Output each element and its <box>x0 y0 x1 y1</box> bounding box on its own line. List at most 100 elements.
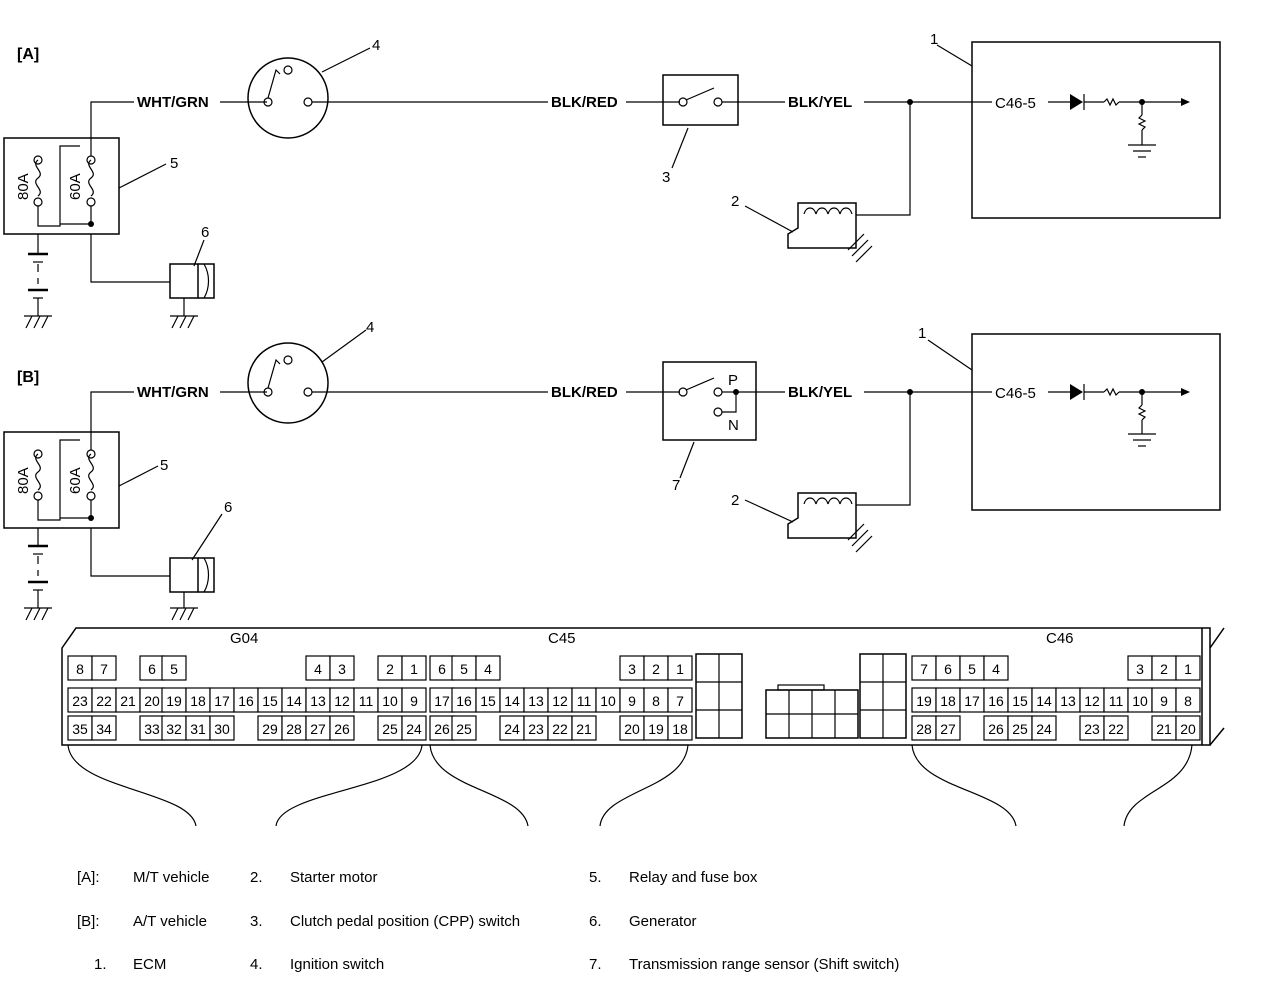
callout-relay: 5 <box>170 155 178 172</box>
legend-text-7: Transmission range sensor (Shift switch) <box>629 956 899 973</box>
ecm: C46-5 <box>971 333 1221 511</box>
svg-text:19: 19 <box>648 721 664 737</box>
svg-text:35: 35 <box>72 721 88 737</box>
pin-c46-24: 24 <box>1031 715 1057 741</box>
pin-c45-1: 1 <box>667 655 693 681</box>
svg-text:7: 7 <box>100 661 108 677</box>
svg-text:11: 11 <box>577 693 592 709</box>
svg-text:17: 17 <box>434 693 450 709</box>
pin-g04-11: 11 <box>353 687 379 713</box>
pin-c45-25: 25 <box>451 715 477 741</box>
svg-text:20: 20 <box>624 721 640 737</box>
pin-g04-19: 19 <box>161 687 187 713</box>
pin-g04-28: 28 <box>281 715 307 741</box>
pin-g04-3: 3 <box>329 655 355 681</box>
legend-key-7: 7. <box>589 956 602 973</box>
callout-switch: 3 <box>662 169 670 186</box>
svg-text:7: 7 <box>920 661 928 677</box>
pin-g04-5: 5 <box>161 655 187 681</box>
pin-g04-9: 9 <box>401 687 427 713</box>
svg-text:22: 22 <box>1108 721 1124 737</box>
pin-c45-3: 3 <box>619 655 645 681</box>
pin-c46-10: 10 <box>1127 687 1153 713</box>
battery-ground <box>24 528 52 621</box>
pin-c45-22: 22 <box>547 715 573 741</box>
svg-text:21: 21 <box>576 721 592 737</box>
pin-c45-19: 19 <box>643 715 669 741</box>
pin-g04-32: 32 <box>161 715 187 741</box>
pin-c46-13: 13 <box>1055 687 1081 713</box>
pin-c46-25: 25 <box>1007 715 1033 741</box>
pin-c46-2: 2 <box>1151 655 1177 681</box>
pin-g04-4: 4 <box>305 655 331 681</box>
svg-text:6: 6 <box>148 661 156 677</box>
callout-starter: 2 <box>731 193 739 210</box>
pin-c45-18: 18 <box>667 715 693 741</box>
svg-text:14: 14 <box>1036 693 1052 709</box>
pin-g04-16: 16 <box>233 687 259 713</box>
pin-c46-3: 3 <box>1127 655 1153 681</box>
svg-text:15: 15 <box>480 693 496 709</box>
svg-text:22: 22 <box>96 693 112 709</box>
pin-c46-26: 26 <box>983 715 1009 741</box>
svg-text:6: 6 <box>438 661 446 677</box>
generator <box>90 528 215 621</box>
pin-g04-8: 8 <box>67 655 93 681</box>
callout-switch: 7 <box>672 477 680 494</box>
svg-text:27: 27 <box>310 721 326 737</box>
svg-text:2: 2 <box>386 661 394 677</box>
svg-text:24: 24 <box>1036 721 1052 737</box>
legend-text-1: ECM <box>133 956 166 973</box>
pin-g04-2: 2 <box>377 655 403 681</box>
svg-text:24: 24 <box>504 721 520 737</box>
svg-text:27: 27 <box>940 721 956 737</box>
pin-c46-14: 14 <box>1031 687 1057 713</box>
pin-c45-4: 4 <box>475 655 501 681</box>
svg-text:31: 31 <box>190 721 206 737</box>
pin-c46-20: 20 <box>1175 715 1201 741</box>
svg-text:12: 12 <box>1084 693 1100 709</box>
generator <box>90 234 215 329</box>
pin-c45-10: 10 <box>595 687 621 713</box>
svg-text:23: 23 <box>72 693 88 709</box>
svg-text:20: 20 <box>1180 721 1196 737</box>
svg-text:26: 26 <box>988 721 1004 737</box>
pin-c45-2: 2 <box>643 655 669 681</box>
pin-c45-8: 8 <box>643 687 669 713</box>
fuse-60a-label: 60A <box>67 467 84 494</box>
pin-g04-17: 17 <box>209 687 235 713</box>
svg-text:15: 15 <box>1012 693 1028 709</box>
svg-text:3: 3 <box>628 661 636 677</box>
svg-text:28: 28 <box>286 721 302 737</box>
pin-g04-18: 18 <box>185 687 211 713</box>
svg-text:10: 10 <box>1132 693 1148 709</box>
legend-key-6: 6. <box>589 913 602 930</box>
pin-g04-33: 33 <box>139 715 165 741</box>
svg-text:17: 17 <box>214 693 230 709</box>
legend-key-3: 3. <box>250 913 263 930</box>
relay-fuse-box: 80A 60A <box>3 137 120 235</box>
legend-text-6: Generator <box>629 913 697 930</box>
connector-brackets <box>67 744 1193 827</box>
pin-g04-21: 21 <box>115 687 141 713</box>
starter-motor <box>787 202 873 263</box>
svg-text:19: 19 <box>166 693 182 709</box>
pin-c46-16: 16 <box>983 687 1009 713</box>
svg-text:30: 30 <box>214 721 230 737</box>
position-n-label: N <box>728 417 739 434</box>
pin-g04-10: 10 <box>377 687 403 713</box>
pin-c45-16: 16 <box>451 687 477 713</box>
svg-text:4: 4 <box>314 661 322 677</box>
pin-c45-15: 15 <box>475 687 501 713</box>
pin-c45-24: 24 <box>499 715 525 741</box>
svg-text:6: 6 <box>944 661 952 677</box>
connector-c46-label: C46 <box>1046 630 1074 647</box>
fuse-80a-label: 80A <box>15 467 32 494</box>
svg-text:13: 13 <box>528 693 544 709</box>
pin-c46-8: 8 <box>1175 687 1201 713</box>
callout-ignition: 4 <box>372 37 380 54</box>
connector-blank-blocks <box>695 653 907 739</box>
callout-generator: 6 <box>201 224 209 241</box>
